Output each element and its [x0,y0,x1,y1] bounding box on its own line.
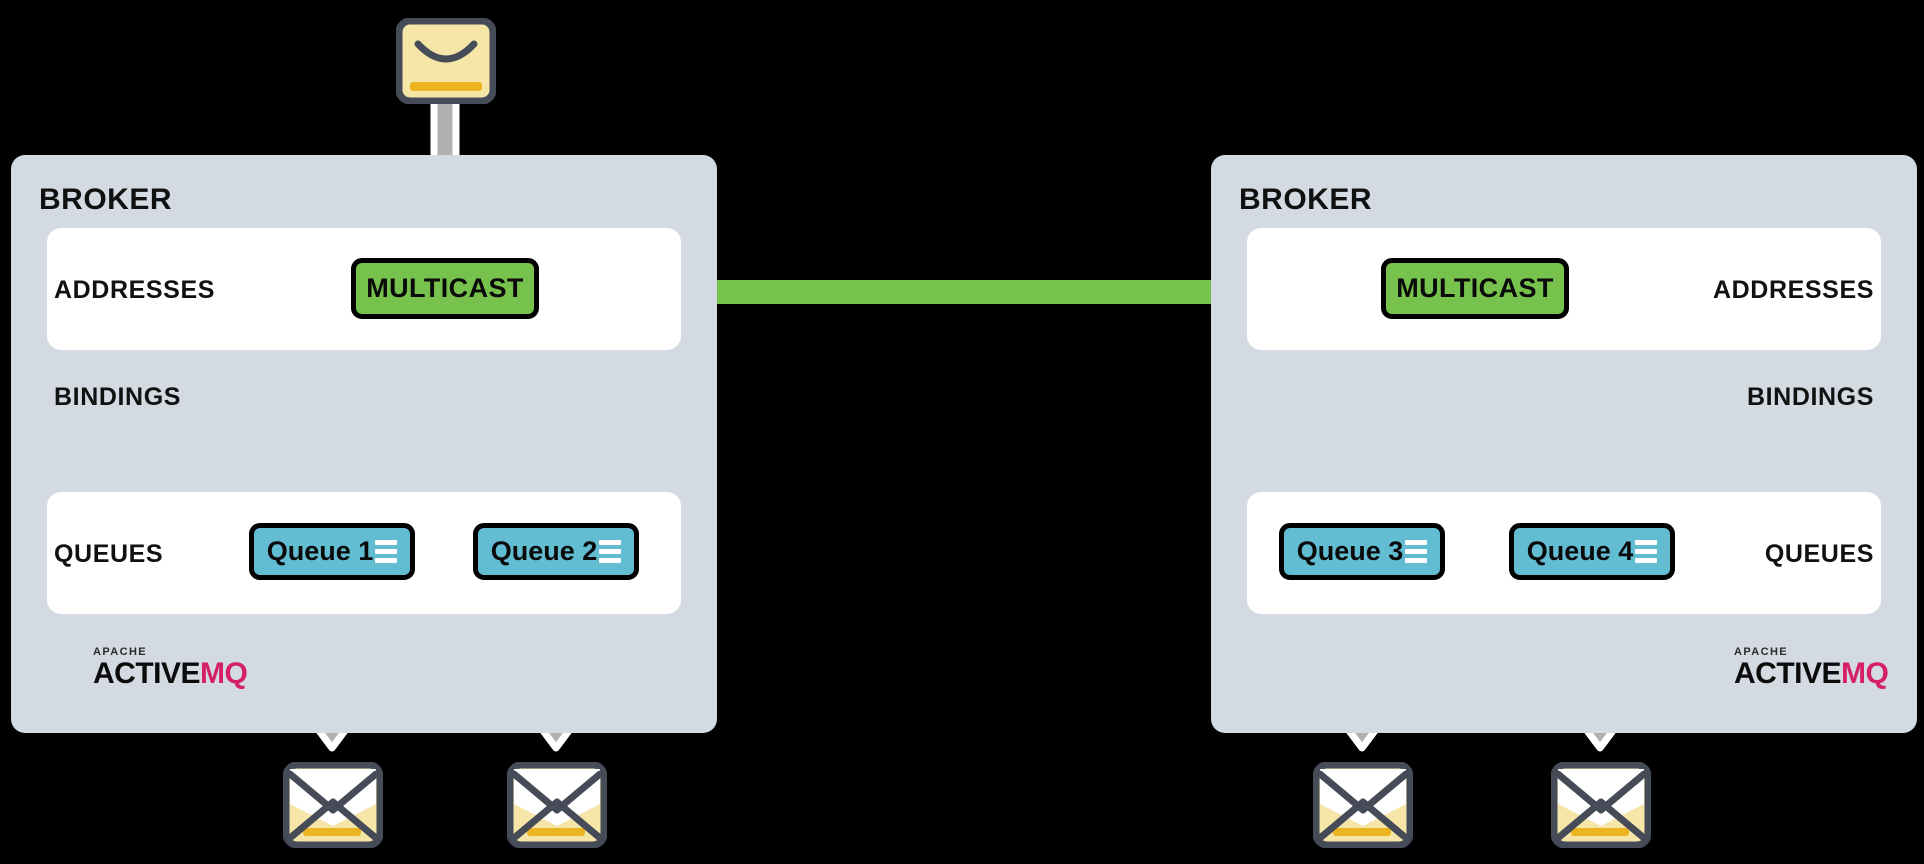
broker-left-addresses-label: ADDRESSES [54,276,215,304]
logo-mq-text-right: MQ [1841,657,1889,690]
list-icon [599,540,622,563]
broker-left-queue-2-label: Queue 2 [490,536,598,566]
broker-right-addresses-label: ADDRESSES [1713,276,1874,304]
logo-hex-spacer-right [1663,632,1725,704]
broker-right-bindings-label: BINDINGS [1746,383,1874,411]
list-icon [1405,540,1428,563]
broker-right-queue-3-label: Queue 3 [1296,536,1404,566]
consumer-envelope-2-icon [510,765,604,845]
broker-right-panel: BROKER ADDRESSES BINDINGS QUEUES APACHE … [1211,155,1917,733]
list-icon [375,540,398,563]
logo-activemq-text-right: ACTIVEMQ [1734,657,1889,690]
broker-left-multicast-address[interactable]: MULTICAST [351,258,539,319]
logo-wordmark-left: APACHE ACTIVEMQ [93,646,248,690]
broker-right-queues-label: QUEUES [1764,540,1874,568]
broker-right-queue-4[interactable]: Queue 4 [1509,523,1675,580]
broker-right-queue-4-label: Queue 4 [1526,536,1634,566]
broker-left-bindings-label: BINDINGS [54,383,182,411]
broker-left-queue-2[interactable]: Queue 2 [473,523,639,580]
logo-active-text-right: ACTIVE [1734,657,1842,690]
producer-envelope-icon [399,21,493,101]
consumer-envelope-1-icon [286,765,380,845]
logo-active-text-left: ACTIVE [93,657,201,690]
logo-hex-spacer-left [22,632,84,704]
broker-left-panel: BROKER ADDRESSES BINDINGS QUEUES APACHE … [11,155,717,733]
broker-right-multicast-address[interactable]: MULTICAST [1381,258,1569,319]
broker-left-queue-1-label: Queue 1 [266,536,374,566]
consumer-envelope-3-icon [1316,765,1410,845]
broker-left-queue-1[interactable]: Queue 1 [249,523,415,580]
list-icon [1635,540,1658,563]
broker-right-multicast-label: MULTICAST [1396,273,1554,303]
consumer-envelope-4-icon [1554,765,1648,845]
logo-apache-text-left: APACHE [93,646,148,658]
broker-right-queue-3[interactable]: Queue 3 [1279,523,1445,580]
logo-activemq-text-left: ACTIVEMQ [93,657,248,690]
logo-apache-text-right: APACHE [1734,646,1789,658]
broker-left-multicast-label: MULTICAST [366,273,524,303]
broker-left-queues-label: QUEUES [54,540,164,568]
broker-left-title: BROKER [39,183,173,216]
activemq-logo-right: APACHE ACTIVEMQ [1663,632,1889,704]
activemq-logo-left: APACHE ACTIVEMQ [22,632,248,704]
broker-right-title: BROKER [1239,183,1373,216]
logo-wordmark-right: APACHE ACTIVEMQ [1734,646,1889,690]
logo-mq-text-left: MQ [200,657,248,690]
